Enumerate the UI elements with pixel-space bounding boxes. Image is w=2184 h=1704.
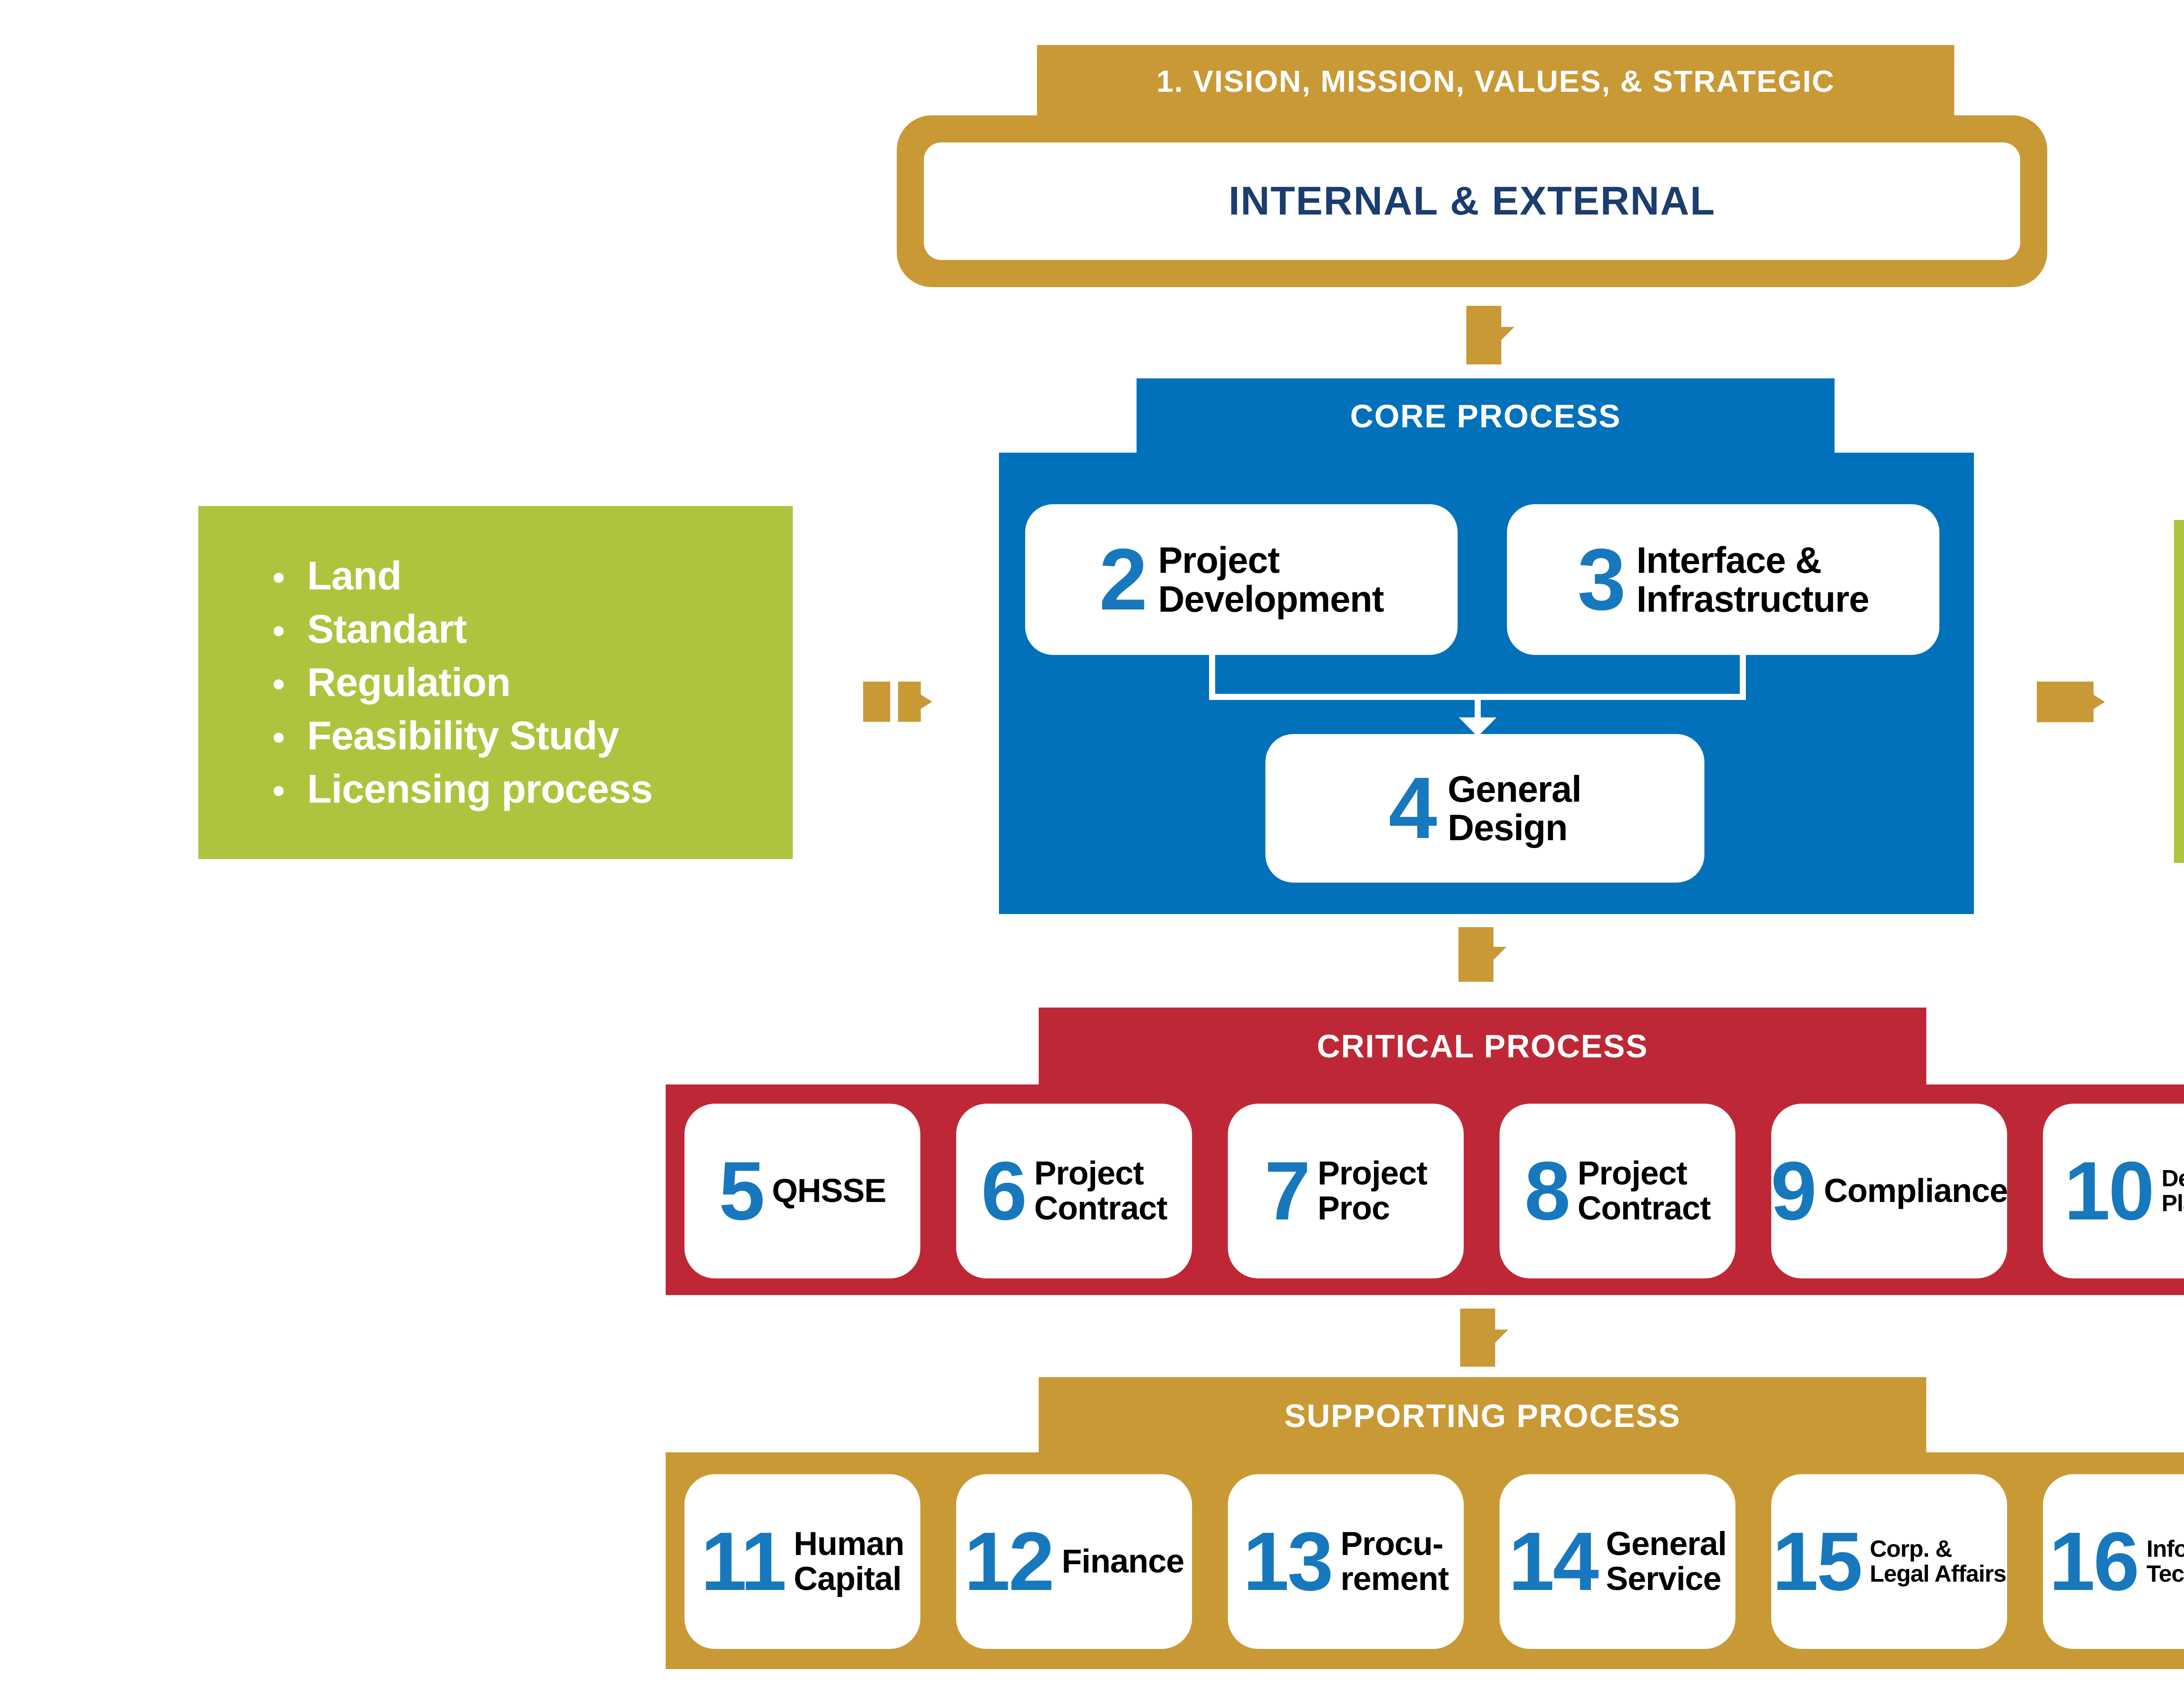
process-label: General Service bbox=[1606, 1525, 1727, 1597]
inputs-panel: • Land • Standart • Regulation • Feasibi… bbox=[198, 506, 793, 859]
list-item-label: Regulation bbox=[307, 660, 511, 705]
process-number: 11 bbox=[701, 1515, 787, 1608]
supporting-process-boxes: 11 Human Capital 12 Finance 13 Procu- re… bbox=[684, 1474, 2184, 1649]
bracket-arrow-stem bbox=[1475, 700, 1481, 718]
output-panel: BED FEED bbox=[2174, 520, 2184, 863]
bullet-icon: • bbox=[273, 611, 285, 650]
process-box: 13 Procu- rement bbox=[1228, 1474, 1464, 1649]
internal-external-panel: INTERNAL & EXTERNAL bbox=[924, 142, 2020, 260]
bullet-icon: • bbox=[273, 717, 285, 757]
list-item: • Licensing process bbox=[273, 766, 793, 812]
connector-inputs-to-core bbox=[863, 682, 932, 722]
connector-vision-to-core bbox=[1466, 306, 1514, 364]
process-number: 13 bbox=[1243, 1515, 1334, 1608]
process-label: Project Contract bbox=[1034, 1155, 1168, 1227]
arrow-down-icon bbox=[1493, 1329, 1508, 1344]
list-item-label: Licensing process bbox=[307, 766, 653, 811]
bullet-icon: • bbox=[273, 664, 285, 703]
connector-gap bbox=[890, 682, 898, 722]
process-number: 2 bbox=[1099, 530, 1147, 628]
list-item: • Feasibility Study bbox=[273, 713, 793, 759]
process-label: Procu- rement bbox=[1340, 1525, 1449, 1597]
list-item: • Land bbox=[273, 553, 793, 599]
arrow-down-icon bbox=[1492, 947, 1507, 962]
process-number: 10 bbox=[2064, 1144, 2154, 1237]
connector-core-to-output bbox=[2037, 682, 2105, 722]
process-number: 7 bbox=[1264, 1144, 1311, 1237]
vision-tab: 1. VISION, MISSION, VALUES, & STRATEGIC bbox=[1037, 45, 1954, 117]
core-process-tab-label: CORE PROCESS bbox=[1350, 398, 1621, 434]
process-label: General Design bbox=[1448, 768, 1582, 848]
internal-external-label: INTERNAL & EXTERNAL bbox=[1228, 179, 1716, 223]
critical-process-boxes: 5 QHSSE 6 Project Contract 7 Project Pro… bbox=[684, 1104, 2184, 1278]
process-number: 14 bbox=[1508, 1515, 1599, 1608]
connector-critical-to-supporting bbox=[1460, 1309, 1508, 1367]
process-label: Information Technology bbox=[2146, 1536, 2184, 1587]
process-box-project-development: 2 Project Development bbox=[1025, 504, 1458, 655]
list-item: • Standart bbox=[273, 606, 793, 652]
process-number: 15 bbox=[1772, 1515, 1863, 1608]
process-box: 10 Dev & Planning bbox=[2043, 1104, 2184, 1278]
process-label: QHSSE bbox=[772, 1172, 886, 1210]
bullet-icon: • bbox=[273, 771, 285, 810]
process-label: Project Contract bbox=[1577, 1155, 1711, 1227]
process-box: 8 Project Contract bbox=[1500, 1104, 1735, 1278]
process-number: 3 bbox=[1577, 530, 1626, 628]
process-number: 16 bbox=[2049, 1515, 2139, 1608]
process-label: Project Proc bbox=[1317, 1155, 1428, 1227]
process-label: Corp. & Legal Affairs bbox=[1870, 1536, 2007, 1587]
process-box: 5 QHSSE bbox=[684, 1104, 920, 1278]
critical-process-tab-label: CRITICAL PROCESS bbox=[1317, 1028, 1648, 1064]
inputs-list: • Land • Standart • Regulation • Feasibi… bbox=[273, 546, 793, 820]
list-item-label: Land bbox=[307, 553, 402, 598]
arrow-right-icon bbox=[2088, 691, 2105, 713]
process-label: Dev & Planning bbox=[2161, 1165, 2184, 1216]
bullet-icon: • bbox=[273, 558, 285, 597]
process-box: 7 Project Proc bbox=[1228, 1104, 1464, 1278]
process-number: 6 bbox=[981, 1144, 1027, 1237]
process-label: Compliance bbox=[1824, 1172, 2008, 1210]
core-process-tab: CORE PROCESS bbox=[1137, 378, 1835, 454]
internal-external-frame: INTERNAL & EXTERNAL bbox=[897, 115, 2047, 287]
process-label: Finance bbox=[1061, 1543, 1185, 1580]
process-number: 5 bbox=[719, 1144, 765, 1237]
process-box-interface-infrastructure: 3 Interface & Infrastructure bbox=[1507, 504, 1939, 655]
process-label: Project Development bbox=[1158, 540, 1384, 620]
connector-core-to-critical bbox=[1458, 927, 1507, 982]
process-number: 8 bbox=[1524, 1144, 1571, 1237]
supporting-process-tab: SUPPORTING PROCESS bbox=[1039, 1377, 1926, 1454]
arrow-down-icon bbox=[1500, 327, 1514, 342]
process-box: 9 Compliance bbox=[1770, 1104, 2008, 1278]
process-box-general-design: 4 General Design bbox=[1265, 734, 1704, 883]
process-number: 12 bbox=[964, 1515, 1054, 1608]
process-box: 11 Human Capital bbox=[684, 1474, 920, 1649]
vision-tab-label: 1. VISION, MISSION, VALUES, & STRATEGIC bbox=[1156, 64, 1835, 98]
critical-process-tab: CRITICAL PROCESS bbox=[1039, 1008, 1926, 1084]
bracket-line-left bbox=[1209, 655, 1215, 700]
list-item: • Regulation bbox=[273, 660, 793, 706]
process-box: 16 Information Technology bbox=[2043, 1474, 2184, 1649]
process-number: 4 bbox=[1388, 759, 1437, 857]
process-label: Human Capital bbox=[794, 1525, 905, 1597]
bracket-line-right bbox=[1740, 655, 1746, 700]
process-box: 6 Project Contract bbox=[956, 1104, 1192, 1278]
process-box: 14 General Service bbox=[1500, 1474, 1735, 1649]
process-box: 15 Corp. & Legal Affairs bbox=[1771, 1474, 2007, 1649]
list-item-label: Feasibility Study bbox=[307, 713, 619, 758]
list-item-label: Standart bbox=[307, 606, 467, 651]
arrow-right-icon bbox=[916, 691, 932, 712]
process-box: 12 Finance bbox=[956, 1474, 1192, 1649]
process-label: Interface & Infrastructure bbox=[1636, 540, 1870, 620]
supporting-process-tab-label: SUPPORTING PROCESS bbox=[1284, 1397, 1681, 1434]
process-number: 9 bbox=[1770, 1144, 1817, 1237]
bracket-line-horizontal bbox=[1209, 694, 1746, 700]
